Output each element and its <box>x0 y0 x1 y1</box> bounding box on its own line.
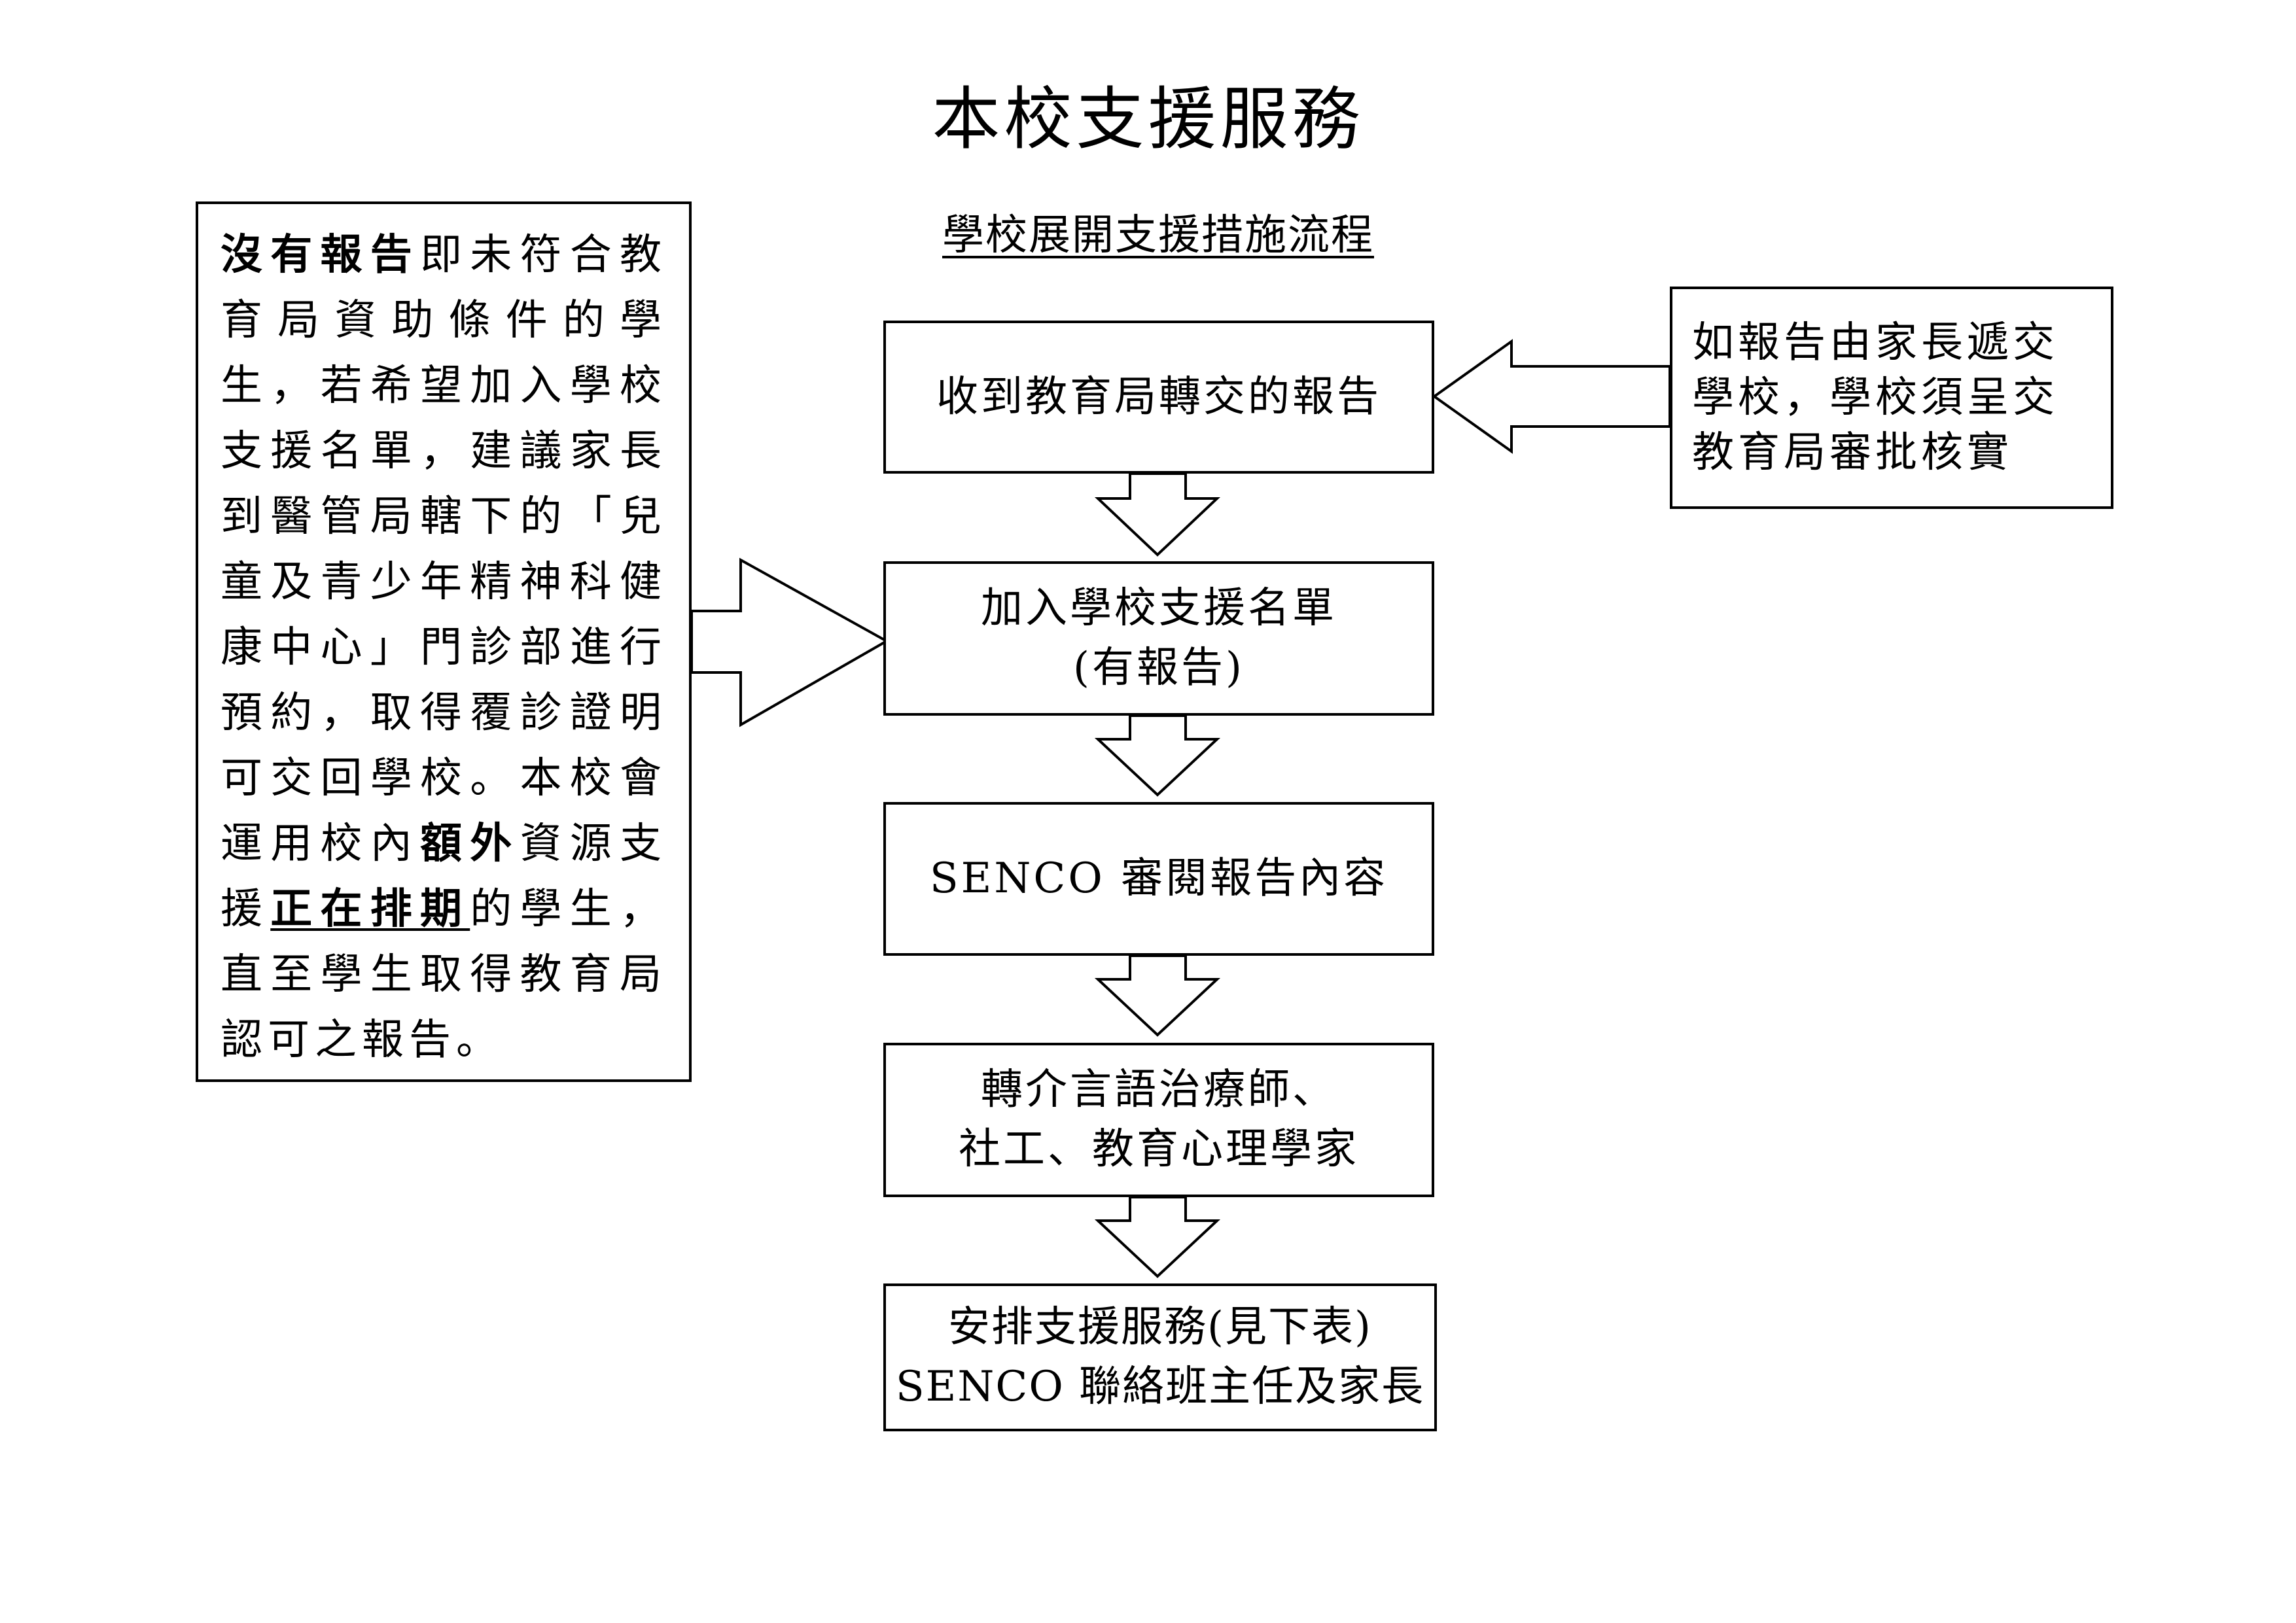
parent-note-line-2: 學校，學校須呈交 <box>1692 374 2058 422</box>
no-report-note-text-2: 資源支援 <box>221 820 667 934</box>
flow-box-referral: 轉介言語治療師、 社工、教育心理學家 <box>883 1043 1434 1197</box>
flow-box-3-line-1: SENCO 審閱報告內容 <box>929 854 1388 903</box>
no-report-note: 沒有報告即未符合教育局資助條件的學生，若希望加入學校支援名單，建議家長到醫管局轄… <box>196 201 692 1082</box>
flow-box-4-line-1: 轉介言語治療師、 <box>981 1066 1337 1115</box>
parent-note-line-3: 教育局審批核實 <box>1692 428 2013 477</box>
no-report-note-text-1: 即未符合教育局資助條件的學生，若希望加入學校支援名單，建議家長到醫管局轄下的「兒… <box>221 231 667 868</box>
no-report-note-bold-1: 沒有報告 <box>221 230 420 279</box>
flow-box-receive-report: 收到教育局轉交的報告 <box>883 321 1434 474</box>
flow-box-5-line-1: 安排支援服務(見下表) <box>948 1303 1372 1352</box>
arrow-down-2 <box>1094 714 1221 797</box>
arrow-right-from-note <box>690 557 890 727</box>
flow-box-4-line-2: 社工、教育心理學家 <box>959 1125 1359 1174</box>
flow-box-add-to-list: 加入學校支援名單 (有報告) <box>883 561 1434 716</box>
flow-subtitle: 學校展開支援措施流程 <box>942 211 1374 260</box>
parent-note-line-1: 如報告由家長遞交 <box>1692 319 2058 367</box>
flow-box-1-line-1: 收到教育局轉交的報告 <box>936 372 1381 421</box>
arrow-down-4 <box>1094 1196 1221 1278</box>
flow-box-5-line-2: SENCO 聯絡班主任及家長 <box>895 1363 1425 1411</box>
flow-box-2-line-2: (有報告) <box>1073 644 1245 692</box>
flow-box-senco-review: SENCO 審閱報告內容 <box>883 802 1434 956</box>
parent-submission-note: 如報告由家長遞交 學校，學校須呈交 教育局審批核實 <box>1670 287 2113 509</box>
page-title: 本校支援服務 <box>932 79 1364 159</box>
arrow-down-3 <box>1094 954 1221 1037</box>
flow-box-2-line-1: 加入學校支援名單 <box>981 584 1337 633</box>
arrow-down-1 <box>1094 472 1221 557</box>
no-report-note-text-3: 的學生，直至學生取得教育局認可之報告。 <box>221 885 667 1064</box>
no-report-note-bold-underline: 正在排期 <box>270 884 470 934</box>
flow-box-arrange-support: 安排支援服務(見下表) SENCO 聯絡班主任及家長 <box>883 1283 1437 1431</box>
no-report-note-bold-2: 額外 <box>420 819 520 868</box>
arrow-left-from-note <box>1432 339 1671 454</box>
